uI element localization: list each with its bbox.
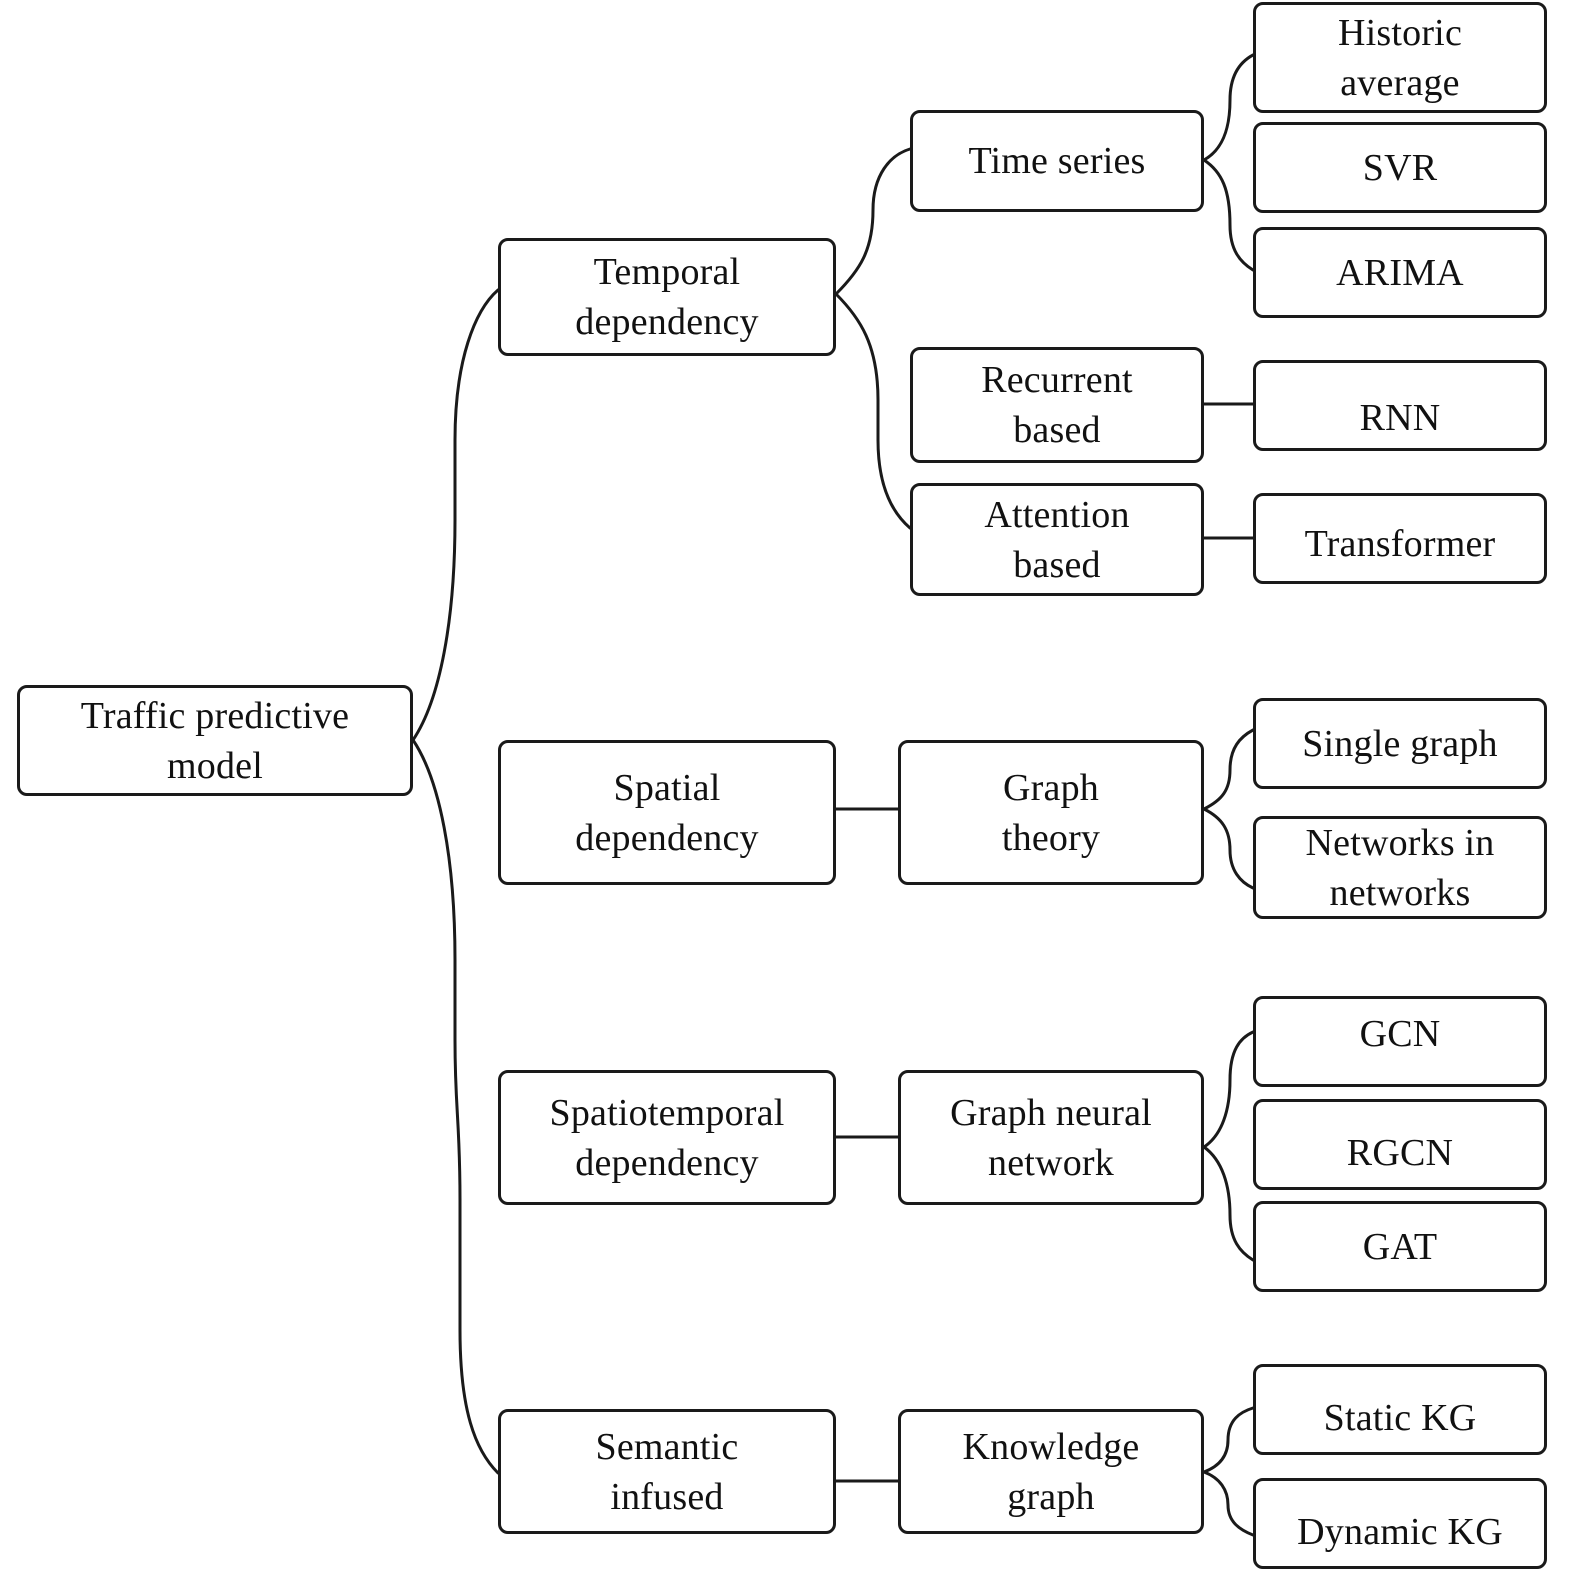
node-transformer: Transformer <box>1253 493 1547 584</box>
node-temporal-dependency: Temporal dependency <box>498 238 836 356</box>
node-gcn: GCN <box>1253 996 1547 1087</box>
node-spatiotemporal-dependency: Spatiotemporal dependency <box>498 1070 836 1205</box>
node-rgcn: RGCN <box>1253 1099 1547 1190</box>
node-label: SVR <box>1362 146 1438 189</box>
node-graph-theory: Graph theory <box>898 740 1204 885</box>
node-label: RNN <box>1359 396 1441 439</box>
node-arima: ARIMA <box>1253 227 1547 318</box>
node-label: Traffic predictive model <box>80 694 350 787</box>
node-label: GAT <box>1362 1225 1438 1268</box>
node-label: Networks in networks <box>1305 821 1495 914</box>
edge-temporal-timeseries <box>834 147 912 296</box>
node-label: Single graph <box>1302 722 1498 765</box>
node-static-kg: Static KG <box>1253 1364 1547 1455</box>
node-label: Graph theory <box>1001 766 1101 859</box>
edge-kg-static <box>1202 1406 1255 1474</box>
node-label: Time series <box>968 140 1146 182</box>
node-time-series: Time series <box>910 110 1204 212</box>
node-graph-neural-network: Graph neural network <box>898 1070 1204 1205</box>
node-label: ARIMA <box>1336 251 1464 294</box>
node-knowledge-graph: Knowledge graph <box>898 1409 1204 1534</box>
node-single-graph: Single graph <box>1253 698 1547 789</box>
node-attention-based: Attention based <box>910 483 1204 596</box>
node-label: GCN <box>1359 1012 1441 1055</box>
node-label: Attention based <box>984 493 1130 586</box>
node-svr: SVR <box>1253 122 1547 213</box>
node-gat: GAT <box>1253 1201 1547 1292</box>
node-label: Recurrent based <box>981 359 1133 451</box>
node-label: RGCN <box>1346 1131 1454 1174</box>
node-label: Temporal dependency <box>575 251 759 343</box>
node-networks-in-networks: Networks in networks <box>1253 816 1547 919</box>
node-label: Graph neural network <box>950 1091 1152 1184</box>
node-label: Spatiotemporal dependency <box>549 1091 785 1184</box>
node-label: Semantic infused <box>595 1425 739 1518</box>
node-recurrent-based: Recurrent based <box>910 347 1204 463</box>
node-label: Knowledge graph <box>962 1425 1140 1518</box>
node-label: Static KG <box>1323 1396 1477 1439</box>
node-spatial-dependency: Spatial dependency <box>498 740 836 885</box>
edge-gnn-gat <box>1202 1145 1255 1262</box>
edge-graphtheory-networks <box>1202 807 1255 890</box>
node-label: Spatial dependency <box>575 766 759 859</box>
node-dynamic-kg: Dynamic KG <box>1253 1478 1547 1569</box>
edge-root-temporal <box>411 288 500 742</box>
edge-root-semantic <box>458 1198 500 1475</box>
node-rnn: RNN <box>1253 360 1547 451</box>
edge-gnn-gcn <box>1202 1030 1255 1149</box>
node-historic-average: Historic average <box>1253 2 1547 113</box>
node-semantic-infused: Semantic infused <box>498 1409 836 1534</box>
node-label: Transformer <box>1304 522 1496 565</box>
node-label: Dynamic KG <box>1297 1510 1503 1553</box>
edge-timeseries-historic <box>1202 53 1255 162</box>
edge-kg-dynamic <box>1202 1470 1255 1537</box>
edge-temporal-attention <box>834 292 912 530</box>
edge-root-spatiotemporal <box>411 738 462 1202</box>
node-label: Historic average <box>1337 11 1463 104</box>
edge-graphtheory-single <box>1202 728 1255 811</box>
node-traffic-predictive-model: Traffic predictive model <box>17 685 413 796</box>
edge-timeseries-arima <box>1202 158 1255 272</box>
